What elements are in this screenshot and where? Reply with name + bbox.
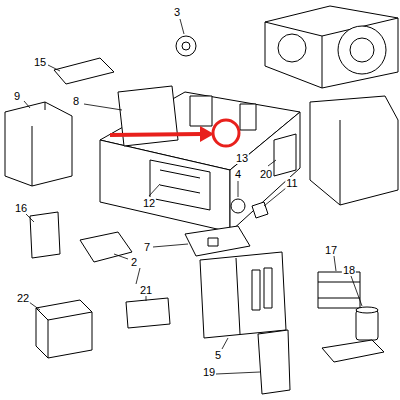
callout-number: 16 <box>14 202 28 214</box>
callout-number: 13 <box>235 152 249 164</box>
callout-number: 7 <box>143 241 151 253</box>
callout-number: 15 <box>33 56 47 68</box>
red-arrow <box>110 134 202 135</box>
bracket <box>322 340 384 362</box>
panel <box>30 212 60 258</box>
transformer <box>318 272 360 308</box>
callout-number: 3 <box>173 6 181 18</box>
plate <box>80 232 132 262</box>
plate <box>185 226 250 256</box>
callout-number: 9 <box>13 90 21 102</box>
callout-number: 21 <box>139 284 153 296</box>
side-panel <box>5 102 72 186</box>
plate <box>54 58 114 84</box>
box <box>36 300 92 358</box>
lamp <box>231 199 245 213</box>
callout-number: 18 <box>342 264 356 276</box>
capacitor <box>356 310 378 340</box>
callout-number: 12 <box>142 197 156 209</box>
callout-number: 20 <box>259 168 273 180</box>
door-panel <box>200 252 286 338</box>
small-plate <box>274 134 296 176</box>
fan-part <box>176 36 196 56</box>
callout-number: 22 <box>16 292 30 304</box>
bracket <box>258 330 290 394</box>
filter <box>126 298 170 328</box>
callout-number: 8 <box>72 95 80 107</box>
red-circle <box>213 120 239 146</box>
callout-number: 5 <box>214 349 222 361</box>
callout-number: 4 <box>234 168 242 180</box>
callout-number: 19 <box>202 366 216 378</box>
duct <box>310 96 398 205</box>
callout-number: 17 <box>324 244 338 256</box>
callout-number: 2 <box>130 256 138 268</box>
blower-housing <box>265 6 398 88</box>
callout-number: 11 <box>285 177 298 189</box>
